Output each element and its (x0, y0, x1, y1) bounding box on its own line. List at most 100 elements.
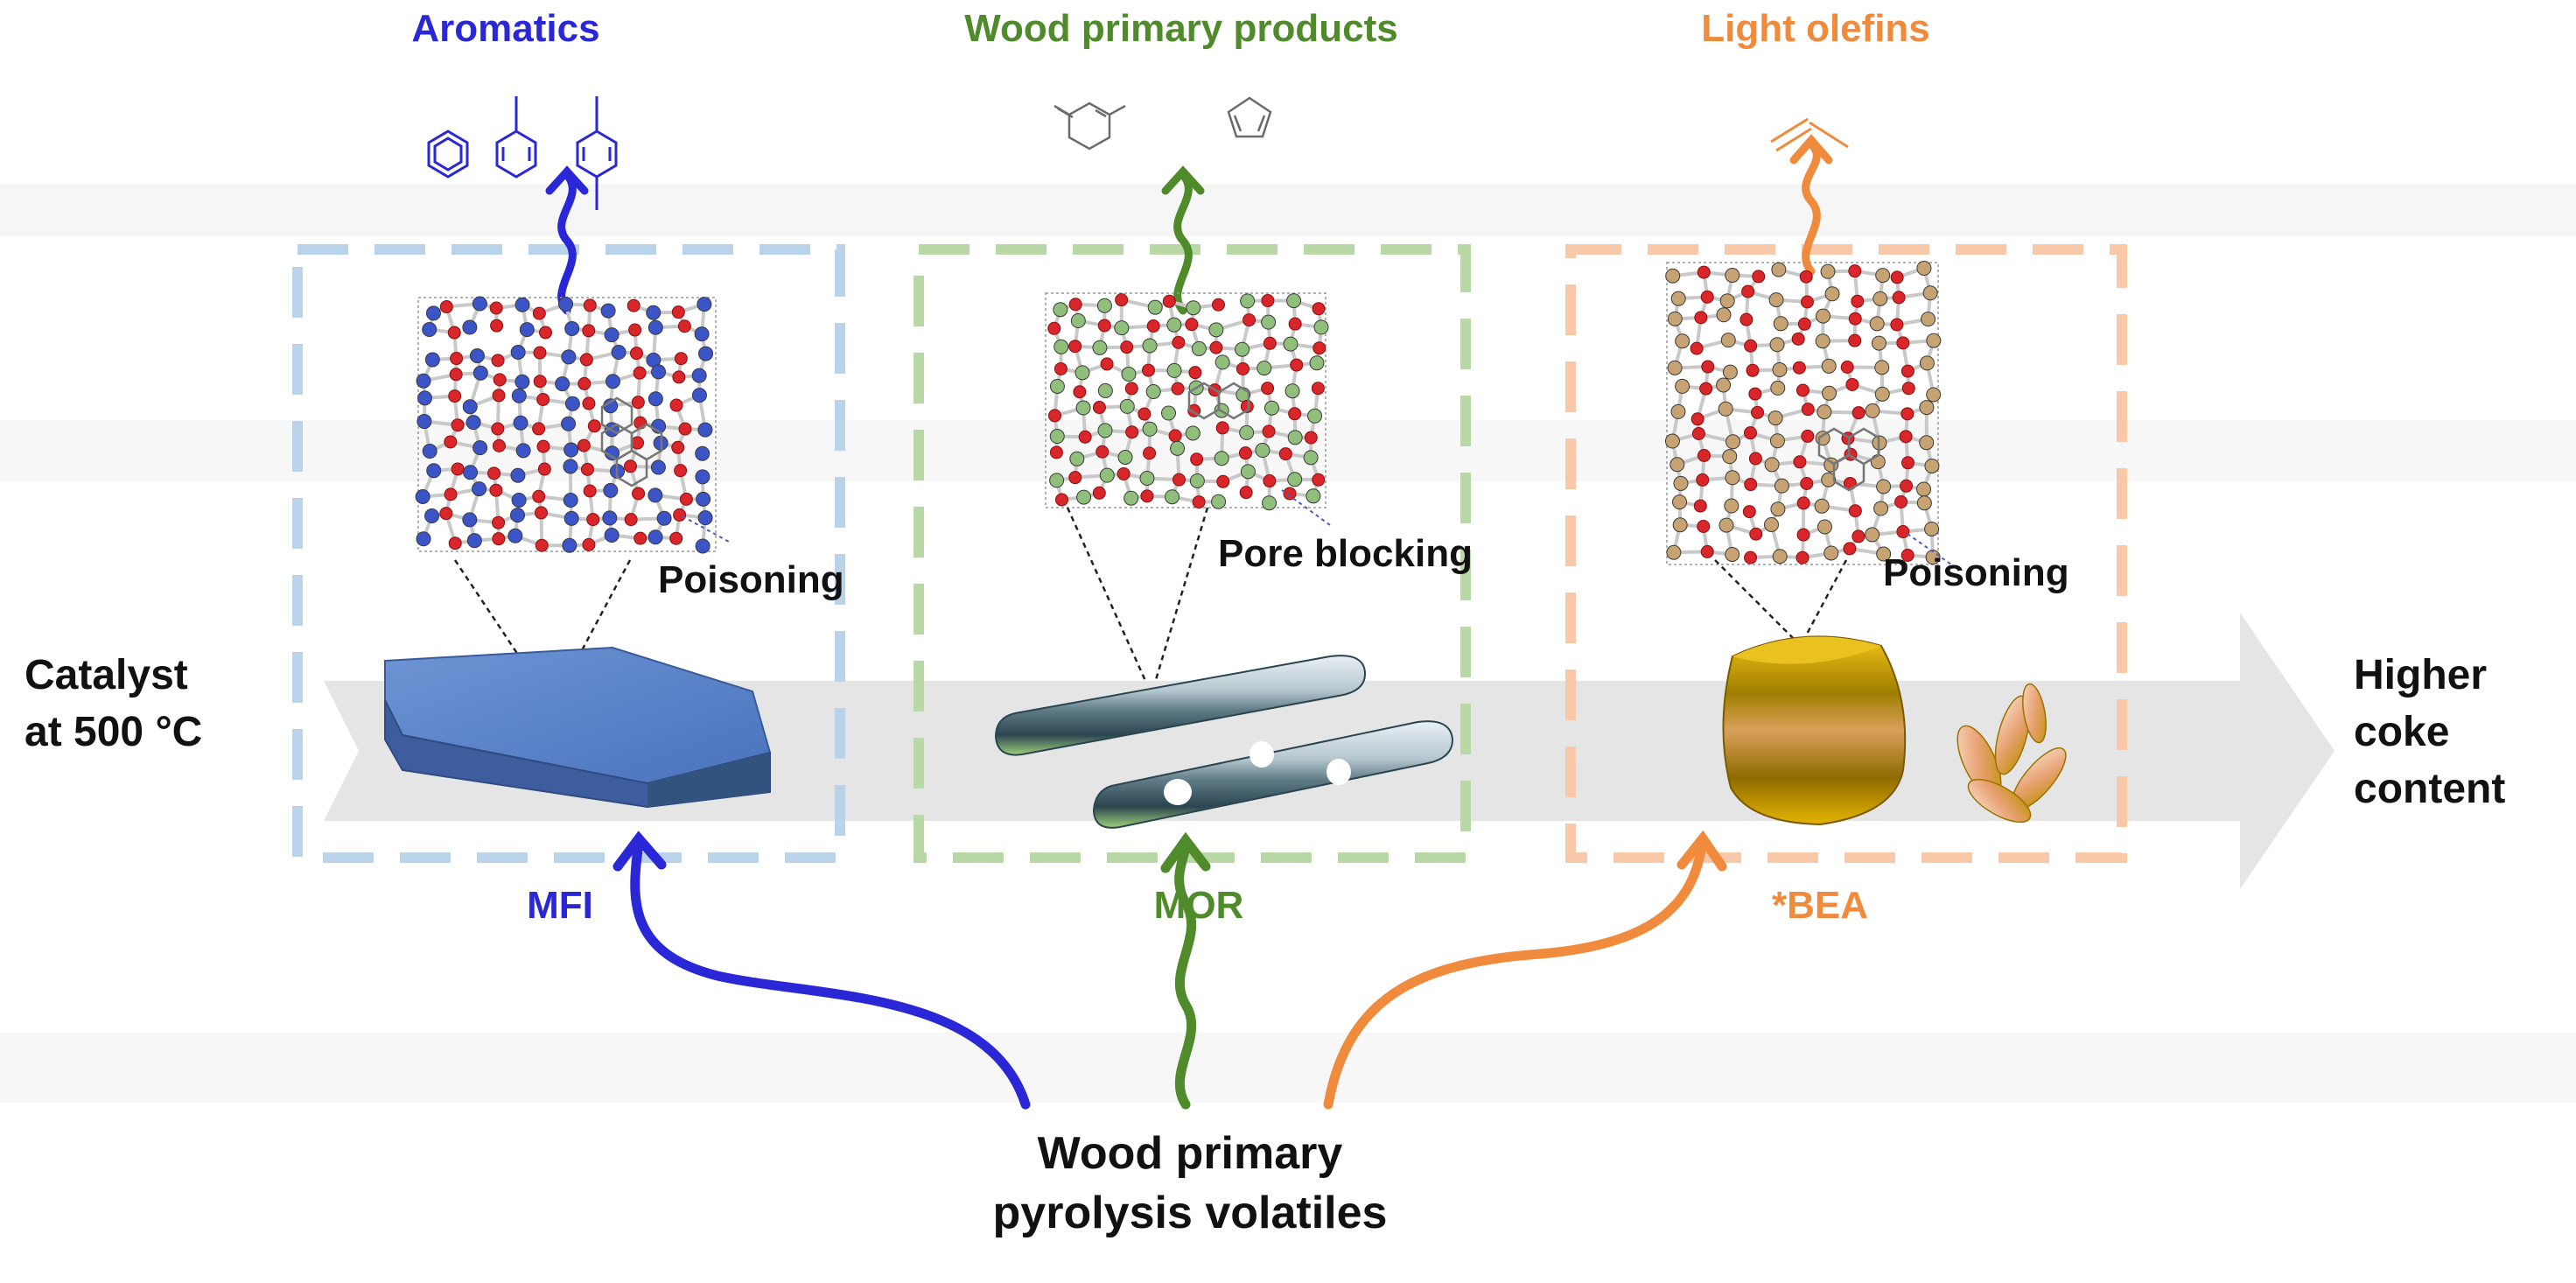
tetrahedral-atom (1161, 405, 1177, 421)
mfi-crystal (384, 646, 772, 809)
oxygen-atom (489, 301, 503, 315)
oxygen-atom (1262, 424, 1276, 438)
tetrahedral-atom (697, 510, 713, 526)
tetrahedral-atom (1211, 494, 1227, 509)
oxygen-atom (1740, 312, 1754, 326)
oxygen-atom (532, 306, 546, 320)
tetrahedral-atom (424, 352, 440, 368)
tetrahedral-atom (1313, 319, 1329, 335)
oxygen-atom (669, 531, 683, 545)
tetrahedral-atom (1142, 338, 1158, 354)
oxygen-atom (628, 323, 642, 337)
oxygen-atom (1693, 499, 1707, 513)
tetrahedral-atom (1239, 424, 1255, 440)
tetrahedral-atom (511, 388, 527, 403)
tetrahedral-atom (564, 396, 580, 411)
tetrahedral-atom (1287, 472, 1303, 487)
tetrahedral-atom (1303, 450, 1319, 466)
hydroxy-pyranone-icon (1054, 102, 1126, 151)
oxygen-atom (1047, 321, 1061, 335)
oxygen-atom (1211, 298, 1225, 312)
tetrahedral-atom (519, 322, 535, 338)
oxygen-atom (672, 370, 686, 384)
tetrahedral-atom (1768, 292, 1784, 308)
oxygen-atom (1744, 339, 1758, 353)
oxygen-atom (533, 346, 547, 360)
oxygen-atom (1796, 496, 1810, 510)
higher-coke-line2: coke (2354, 708, 2450, 755)
benzene-icon (427, 130, 469, 179)
tetrahedral-atom (1926, 387, 1942, 403)
tetrahedral-atom (1283, 336, 1298, 352)
tetrahedral-atom (1726, 434, 1741, 450)
coke-molecule-icon (1187, 382, 1250, 420)
tetrahedral-atom (1097, 382, 1113, 398)
oxygen-atom (1312, 473, 1326, 487)
tetrahedral-atom (561, 349, 577, 365)
oxygen-atom (491, 354, 505, 368)
oxygen-atom (583, 298, 597, 312)
bea-feed-arrow (1323, 830, 1727, 1110)
oxygen-atom (1146, 319, 1160, 333)
higher-coke-line3: content (2354, 765, 2506, 812)
tetrahedral-atom (1865, 403, 1880, 418)
tetrahedral-atom (1816, 519, 1832, 535)
oxygen-atom (1900, 364, 1914, 378)
oxygen-atom (444, 487, 458, 501)
oxygen-atom (633, 366, 647, 380)
oxygen-atom (1242, 313, 1256, 327)
oxygen-atom (447, 326, 461, 340)
tetrahedral-atom (1772, 361, 1788, 377)
tetrahedral-atom (1664, 433, 1680, 449)
tetrahedral-atom (425, 305, 441, 321)
oxygen-atom (1238, 446, 1252, 460)
feed-label: Wood primary pyrolysis volatiles (884, 1125, 1496, 1243)
tetrahedral-atom (1869, 316, 1885, 332)
tetrahedral-atom (1769, 433, 1785, 449)
tetrahedral-atom (462, 319, 478, 335)
tetrahedral-atom (1919, 435, 1935, 451)
oxygen-atom (1744, 478, 1758, 492)
oxygen-atom (1743, 426, 1757, 440)
oxygen-atom (1800, 476, 1814, 490)
tetrahedral-atom (416, 531, 431, 547)
feed-label-line1: Wood primary (1037, 1128, 1343, 1179)
tetrahedral-atom (466, 533, 482, 549)
oxygen-atom (492, 515, 506, 529)
oxygen-atom (671, 440, 685, 454)
tetrahedral-atom (462, 512, 478, 528)
tetrahedral-atom (415, 488, 430, 504)
oxygen-atom (1796, 383, 1810, 397)
mor-framework-lattice (1045, 292, 1329, 511)
tetrahedral-atom (1166, 317, 1182, 333)
oxygen-atom (1697, 449, 1711, 463)
tetrahedral-atom (1670, 457, 1685, 473)
toluene-icon (495, 96, 537, 179)
tetrahedral-atom (472, 481, 487, 497)
tetrahedral-atom (1720, 333, 1736, 348)
tetrahedral-atom (1719, 293, 1735, 309)
oxygen-atom (1263, 336, 1277, 350)
tetrahedral-atom (1147, 299, 1163, 315)
tetrahedral-atom (1139, 470, 1155, 486)
oxygen-atom (669, 398, 683, 412)
tetrahedral-atom (1924, 458, 1940, 473)
tetrahedral-atom (564, 510, 579, 526)
tetrahedral-atom (1824, 545, 1839, 561)
tetrahedral-atom (513, 415, 528, 431)
tetrahedral-atom (1675, 378, 1690, 394)
catalyst-label: Catalyst at 500 °C (24, 648, 202, 761)
coke-molecule-icon (600, 396, 663, 487)
tetrahedral-atom (1874, 386, 1890, 402)
oxygen-atom (634, 531, 648, 545)
oxygen-atom (1140, 489, 1154, 503)
product-label-light-olefins: Light olefins (1701, 7, 1930, 50)
oxygen-atom (1797, 317, 1811, 331)
oxygen-atom (630, 347, 644, 361)
oxygen-atom (673, 508, 687, 522)
tetrahedral-atom (1871, 335, 1886, 351)
tetrahedral-atom (1214, 354, 1230, 370)
oxygen-atom (1171, 382, 1185, 396)
mor-box (914, 244, 1471, 863)
